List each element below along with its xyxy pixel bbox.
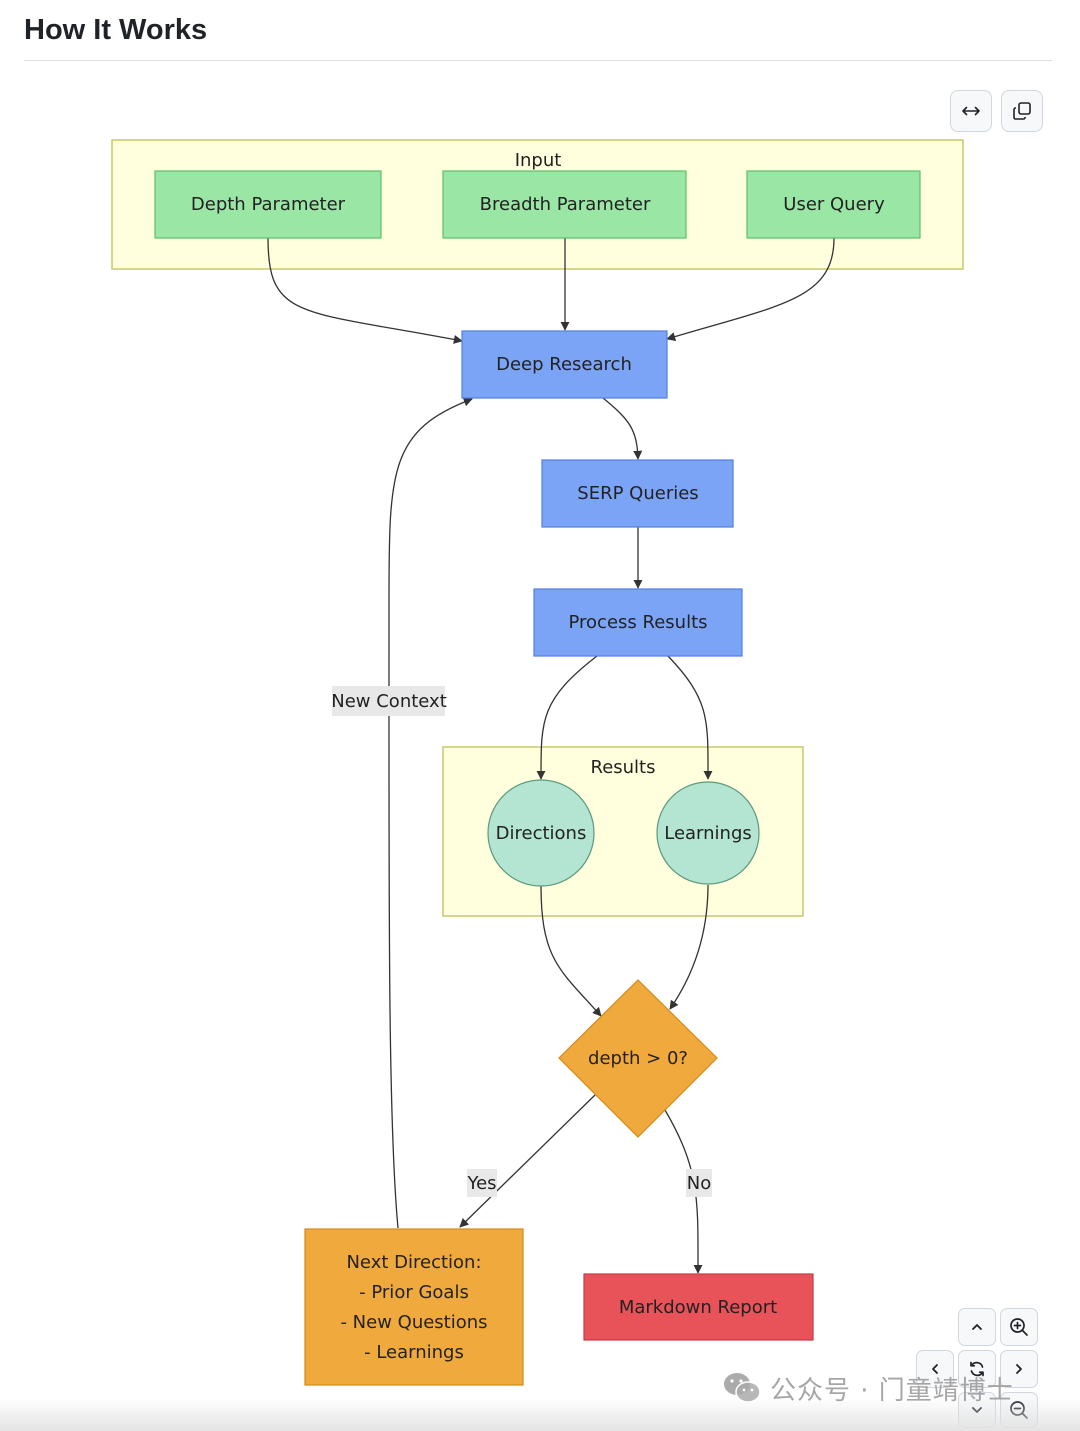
copy-icon — [1013, 102, 1031, 120]
chevron-left-icon — [932, 1364, 938, 1374]
node-directions: Directions — [487, 779, 595, 887]
arrows-horizontal-icon — [962, 106, 980, 116]
bottom-fade — [0, 1398, 1080, 1431]
svg-text:Yes: Yes — [466, 1173, 496, 1194]
edge-research-to-serp — [602, 397, 643, 460]
pan-left-button[interactable] — [916, 1350, 954, 1388]
watermark: 公众号 · 门童靖博士 — [722, 1368, 1014, 1408]
edge-process-to-learnings — [667, 655, 713, 780]
node-decision: depth > 0? — [558, 979, 718, 1138]
svg-text:Depth Parameter: Depth Parameter — [191, 194, 346, 215]
svg-text:SERP Queries: SERP Queries — [577, 483, 698, 504]
node-learnings: Learnings — [656, 781, 760, 885]
node-depth-parameter: Depth Parameter — [154, 170, 382, 239]
node-breadth-parameter: Breadth Parameter — [442, 170, 687, 239]
node-markdown-report: Markdown Report — [583, 1273, 814, 1341]
refresh-icon — [970, 1361, 984, 1377]
wechat-icon — [724, 1373, 761, 1403]
results-group-label: Results — [591, 757, 656, 778]
svg-text:- Learnings: - Learnings — [364, 1342, 464, 1363]
input-group-label: Input — [515, 150, 562, 171]
node-user-query: User Query — [746, 170, 921, 239]
node-process-results: Process Results — [533, 588, 743, 657]
edge-process-to-directions — [536, 655, 598, 780]
svg-text:Next Direction:: Next Direction: — [346, 1252, 481, 1273]
svg-text:Breadth Parameter: Breadth Parameter — [480, 194, 651, 215]
edge-label-no: No — [686, 1169, 712, 1197]
node-serp-queries: SERP Queries — [541, 459, 734, 528]
edge-query-to-research — [666, 237, 835, 341]
copy-button[interactable] — [1001, 90, 1043, 132]
edge-new-context — [388, 397, 473, 1229]
pan-right-button[interactable] — [1000, 1350, 1038, 1388]
chevron-up-icon — [972, 1324, 982, 1330]
svg-text:- New Questions: - New Questions — [340, 1312, 487, 1333]
svg-text:Learnings: Learnings — [664, 823, 752, 844]
svg-text:- Prior Goals: - Prior Goals — [359, 1282, 469, 1303]
node-deep-research: Deep Research — [461, 330, 668, 399]
edge-label-yes: Yes — [466, 1169, 497, 1197]
svg-text:New Context: New Context — [331, 691, 447, 712]
svg-text:Markdown Report: Markdown Report — [619, 1297, 777, 1318]
pan-up-button[interactable] — [958, 1308, 996, 1346]
node-next-direction: Next Direction: - Prior Goals - New Ques… — [304, 1228, 524, 1386]
page-title: How It Works — [24, 14, 208, 46]
svg-text:Deep Research: Deep Research — [496, 354, 632, 375]
zoom-in-button[interactable] — [1000, 1308, 1038, 1346]
svg-text:No: No — [687, 1173, 711, 1194]
zoom-in-icon — [1010, 1318, 1028, 1336]
expand-button[interactable] — [950, 90, 992, 132]
watermark-text: 公众号 · 门童靖博士 — [770, 1375, 1014, 1406]
edge-directions-to-decision — [540, 884, 602, 1017]
edge-depth-to-research — [267, 237, 463, 344]
title-divider — [24, 60, 1052, 61]
svg-text:Directions: Directions — [496, 823, 587, 844]
edge-label-new-context: New Context — [331, 686, 447, 716]
chevron-right-icon — [1016, 1364, 1022, 1374]
svg-text:User Query: User Query — [783, 194, 885, 215]
edge-decision-yes — [459, 1094, 596, 1228]
edges — [267, 237, 835, 1274]
edge-learnings-to-decision — [669, 884, 709, 1010]
svg-text:depth > 0?: depth > 0? — [588, 1048, 688, 1069]
svg-text:Process Results: Process Results — [569, 612, 708, 633]
reset-view-button[interactable] — [958, 1350, 996, 1388]
